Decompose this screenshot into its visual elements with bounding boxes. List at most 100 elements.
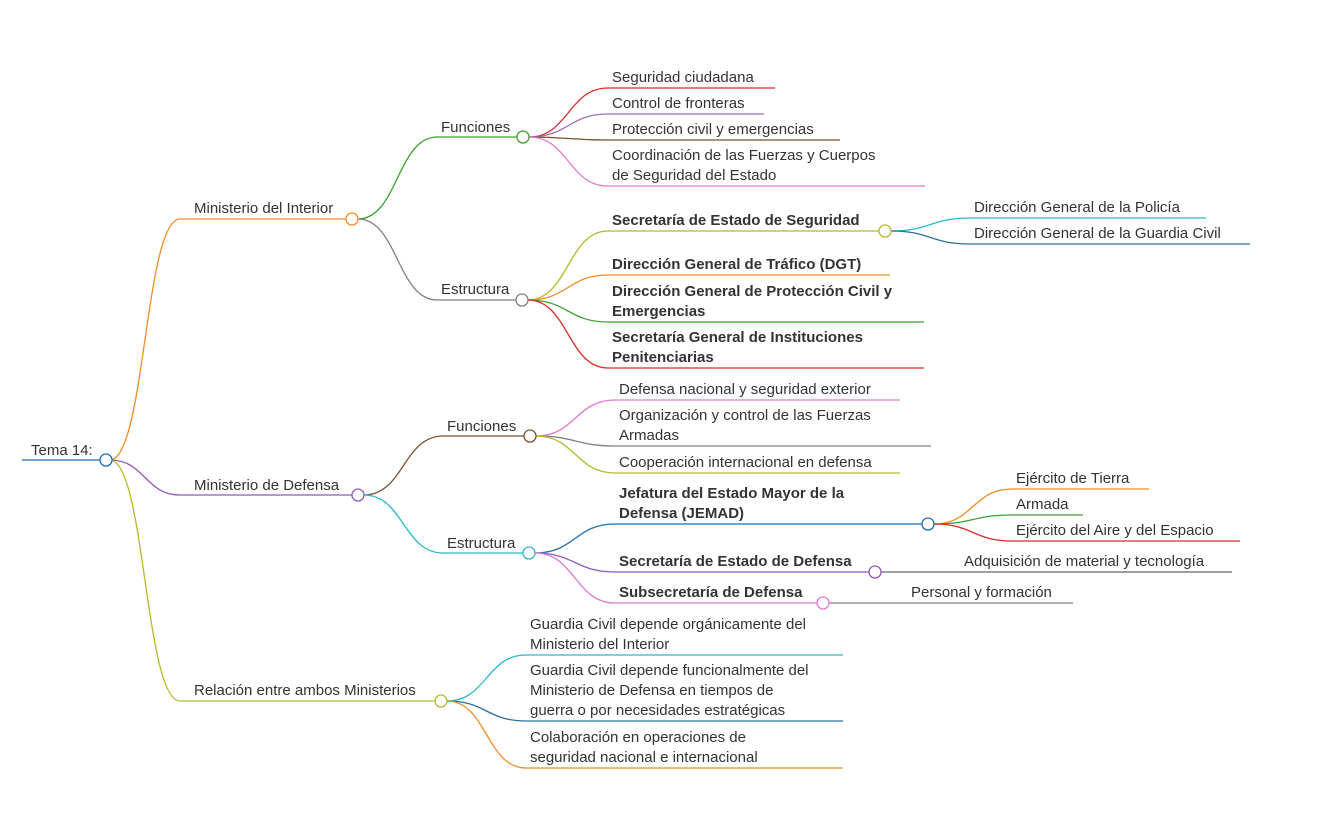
node-label-line: Penitenciarias [612,349,714,366]
edge-defensa-funcion [535,399,616,437]
relacion-item: Guardia Civil depende funcionalmente del… [530,662,809,719]
edge-interior-funcion [528,136,609,187]
interior-funcion-item: Coordinación de las Fuerzas y Cuerpos de … [612,147,875,184]
edge-interior-estructura-item [527,299,609,323]
interior-funcion-item: Protección civil y emergencias [612,121,814,138]
edge-root-defensa [109,459,181,496]
edge-interior-funciones [357,136,438,220]
node-label-line: Jefatura del Estado Mayor de la [619,485,845,502]
edge-interior-funcion [528,136,609,141]
root-toggle[interactable] [99,453,113,467]
node-label-line: Defensa (JEMAD) [619,505,744,522]
edge-interior-estructura-item [527,299,609,369]
seguridad-toggle[interactable] [878,224,892,238]
seguridad-child: Dirección General de la Guardia Civil [974,225,1221,242]
node-label-line: Guardia Civil depende funcionalmente del [530,662,809,679]
branch-relacion: Relación entre ambos Ministerios [194,682,416,699]
edge-interior-estructura-item [527,274,609,301]
sed-toggle[interactable] [868,565,882,579]
node-label-line: Control de fronteras [612,95,745,112]
interior-estructura-item: Dirección General de Tráfico (DGT) [612,256,861,273]
sub-toggle[interactable] [816,596,830,610]
jemad-child: Ejército del Aire y del Espacio [1016,522,1214,539]
node-label-line: Organización y control de las Fuerzas [619,407,871,424]
edge-root-interior [109,218,181,461]
edge-relacion-item [446,654,527,702]
branch-ministerio-interior: Ministerio del Interior [194,200,333,217]
sub-child: Personal y formación [911,584,1052,601]
node-label-line: Dirección General de Protección Civil y [612,283,893,300]
node-label-line: guerra o por necesidades estratégicas [530,702,785,719]
edge-interior-estructura [357,218,438,301]
edge-seguridad-child [890,217,971,232]
edge-interior-estructura-item [527,230,609,301]
node-label-line: Dirección General de Tráfico (DGT) [612,256,861,273]
node-label-line: Protección civil y emergencias [612,121,814,138]
interior-funciones: Funciones [441,119,510,136]
defensa-funcion-item: Cooperación internacional en defensa [619,454,872,471]
jemad-child: Ejército de Tierra [1016,470,1130,487]
edge-relacion-item [446,700,527,769]
node-label-line: Secretaría General de Instituciones [612,329,863,346]
interior-estructura: Estructura [441,281,510,298]
edge-defensa-estructura-item [534,523,616,554]
relacion-toggle[interactable] [434,694,448,708]
edge-jemad-child [933,488,1013,525]
relacion-item: Colaboración en operaciones de seguridad … [530,729,758,766]
node-label-line: Secretaría de Estado de Defensa [619,553,852,570]
interior-toggle[interactable] [345,212,359,226]
edge-interior-funcion [528,87,609,138]
edge-root-relacion [109,459,181,702]
node-label-line: de Seguridad del Estado [612,167,776,184]
node-label-line: Subsecretaría de Defensa [619,584,803,601]
defensa-estructura-item: Jefatura del Estado Mayor de la Defensa (… [619,485,845,522]
edge-defensa-funcion [535,435,616,474]
node-label-line: Colaboración en operaciones de [530,729,746,746]
edge-jemad-child [933,514,1013,525]
interior-funcion-item: Seguridad ciudadana [612,69,754,86]
interior-funciones-toggle[interactable] [516,130,530,144]
edge-jemad-child [933,523,1013,542]
node-label-line: Ministerio de Defensa en tiempos de [530,682,773,699]
edge-relacion-item [446,700,527,722]
edge-seguridad-child [890,230,971,245]
node-label-line: Defensa nacional y seguridad exterior [619,381,871,398]
defensa-estructura: Estructura [447,535,516,552]
node-label-line: Coordinación de las Fuerzas y Cuerpos [612,147,875,164]
interior-estructura-item: Secretaría de Estado de Seguridad [612,212,860,229]
node-label-line: Ministerio del Interior [530,636,669,653]
interior-funcion-item: Control de fronteras [612,95,745,112]
sed-child: Adquisición de material y tecnología [964,553,1205,570]
defensa-funcion-item: Defensa nacional y seguridad exterior [619,381,871,398]
defensa-funciones: Funciones [447,418,516,435]
interior-estructura-item: Dirección General de Protección Civil y E… [612,283,893,320]
jemad-toggle[interactable] [921,517,935,531]
interior-estructura-toggle[interactable] [515,293,529,307]
edge-defensa-estructura-item [534,552,616,573]
defensa-estructura-item: Secretaría de Estado de Defensa [619,553,852,570]
edge-interior-funcion [528,113,609,138]
node-label-line: Guardia Civil depende orgánicamente del [530,616,806,633]
jemad-child: Armada [1016,496,1069,513]
defensa-funciones-toggle[interactable] [523,429,537,443]
defensa-estructura-toggle[interactable] [522,546,536,560]
edge-defensa-estructura [363,494,444,554]
root-topic: Tema 14: [31,442,93,459]
branch-ministerio-defensa: Ministerio de Defensa [194,477,340,494]
seguridad-child: Dirección General de la Policía [974,199,1181,216]
node-label-line: Emergencias [612,303,705,320]
node-label-line: Cooperación internacional en defensa [619,454,872,471]
edge-defensa-estructura-item [534,552,616,604]
edge-defensa-funciones [363,435,444,496]
node-label-line: seguridad nacional e internacional [530,749,758,766]
defensa-toggle[interactable] [351,488,365,502]
node-label-line: Armadas [619,427,679,444]
node-label-line: Secretaría de Estado de Seguridad [612,212,860,229]
defensa-estructura-item: Subsecretaría de Defensa [619,584,803,601]
edge-defensa-funcion [535,435,616,447]
node-label-line: Seguridad ciudadana [612,69,754,86]
